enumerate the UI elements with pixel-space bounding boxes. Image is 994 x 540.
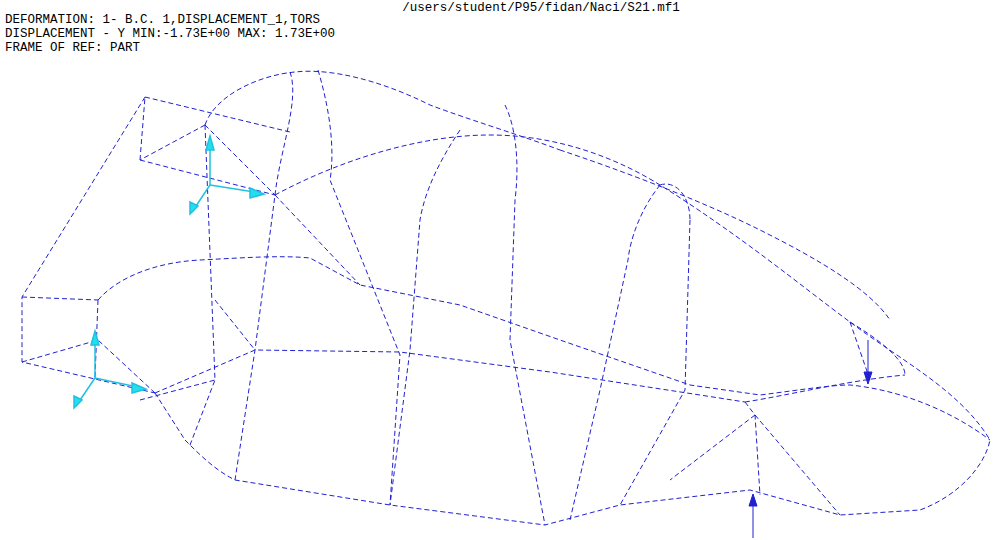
plot-info: DISPLACEMENT - Y MIN:-1.73E+00 MAX: 1.73… — [5, 27, 335, 41]
plot-info: FRAME OF REF: PART — [5, 41, 140, 55]
file-path: /users/student/P95/fidan/Naci/S21.mf1 — [402, 1, 680, 15]
plot-info: DEFORMATION: 1- B.C. 1,DISPLACEMENT_1,TO… — [5, 13, 320, 27]
